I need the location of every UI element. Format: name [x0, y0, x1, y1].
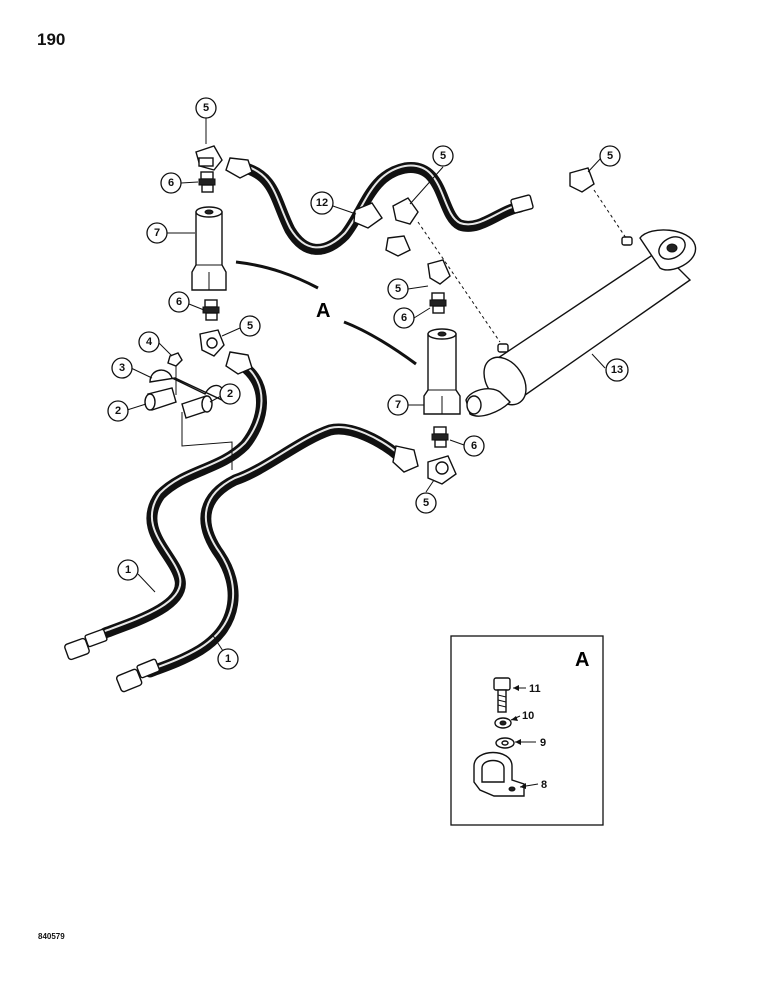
callout-5-top-left: 5	[195, 97, 217, 119]
elbow-fitting-mid-left	[199, 329, 225, 357]
callout-12: 12	[310, 191, 334, 215]
callout-7-left: 7	[146, 222, 168, 244]
hose-12	[236, 161, 526, 255]
callout-6-top-left: 6	[160, 172, 182, 194]
callout-13: 13	[605, 358, 629, 382]
leader-lines	[126, 118, 606, 652]
callout-4: 4	[138, 331, 160, 353]
svg-text:5: 5	[395, 283, 401, 295]
callout-3: 3	[111, 357, 133, 379]
svg-text:5: 5	[607, 150, 613, 162]
svg-text:7: 7	[395, 399, 401, 411]
inset-callout-8: 8	[541, 779, 547, 791]
svg-text:12: 12	[316, 197, 328, 209]
adapter-center	[429, 292, 447, 314]
svg-text:13: 13	[611, 364, 623, 376]
page-number: 190	[37, 30, 66, 49]
hose-1-right	[144, 423, 406, 678]
clamp-assembly	[144, 352, 224, 419]
svg-text:4: 4	[146, 336, 153, 348]
assembly-guide-lines	[181, 189, 627, 470]
elbow-fitting-lower-center	[427, 455, 457, 485]
svg-text:6: 6	[401, 312, 407, 324]
callout-7-right: 7	[387, 394, 409, 416]
inset-frame	[450, 635, 604, 826]
inset-callout-10: 10	[522, 710, 534, 722]
elbow-fitting-top-right	[569, 167, 595, 193]
callout-1-left: 1	[117, 559, 139, 581]
hose-end-fittings	[64, 157, 534, 693]
view-a-label: A	[316, 300, 330, 322]
svg-text:1: 1	[225, 653, 231, 665]
svg-text:7: 7	[154, 227, 160, 239]
hose-1-left	[99, 359, 267, 639]
callout-5-lower: 5	[415, 492, 437, 514]
inset-clamp	[473, 751, 525, 797]
inset-view-a: A	[450, 635, 604, 826]
svg-text:6: 6	[168, 177, 174, 189]
svg-text:5: 5	[203, 102, 209, 114]
elbow-hose-nut-center	[385, 235, 411, 257]
svg-text:5: 5	[247, 320, 253, 332]
elbow-fitting-center	[427, 259, 451, 285]
svg-text:1: 1	[125, 564, 131, 576]
svg-text:3: 3	[119, 362, 125, 374]
adapter-lower-center	[431, 426, 449, 448]
view-a-arrows	[235, 260, 417, 366]
svg-text:5: 5	[440, 150, 446, 162]
callout-5-mid-left: 5	[239, 315, 261, 337]
callout-6-lower: 6	[463, 435, 485, 457]
inset-callout-11: 11	[529, 683, 541, 695]
svg-text:5: 5	[423, 497, 429, 509]
callout-6-center: 6	[393, 307, 415, 329]
svg-text:6: 6	[176, 296, 182, 308]
valve-left	[191, 206, 227, 291]
adapter-mid-left	[202, 299, 220, 321]
hydraulic-cylinder	[465, 229, 697, 417]
elbow-fitting-top-left	[195, 145, 223, 171]
figure-code: 840579	[38, 932, 65, 941]
adapter-top-left	[198, 171, 216, 193]
callout-5-top-right: 5	[599, 145, 621, 167]
callout-1-right: 1	[217, 648, 239, 670]
valve-right	[423, 328, 461, 415]
inset-a-label: A	[575, 649, 589, 671]
inset-callout-9: 9	[540, 737, 546, 749]
callout-5-center: 5	[387, 278, 409, 300]
svg-text:2: 2	[115, 405, 121, 417]
callout-2-left: 2	[107, 400, 129, 422]
inset-bolt	[493, 677, 511, 713]
elbow-fitting-center-top	[392, 197, 419, 225]
callout-6-mid-left: 6	[168, 291, 190, 313]
svg-text:2: 2	[227, 388, 233, 400]
callout-2-right: 2	[219, 383, 241, 405]
svg-text:6: 6	[471, 440, 477, 452]
callout-5-center-top: 5	[432, 145, 454, 167]
